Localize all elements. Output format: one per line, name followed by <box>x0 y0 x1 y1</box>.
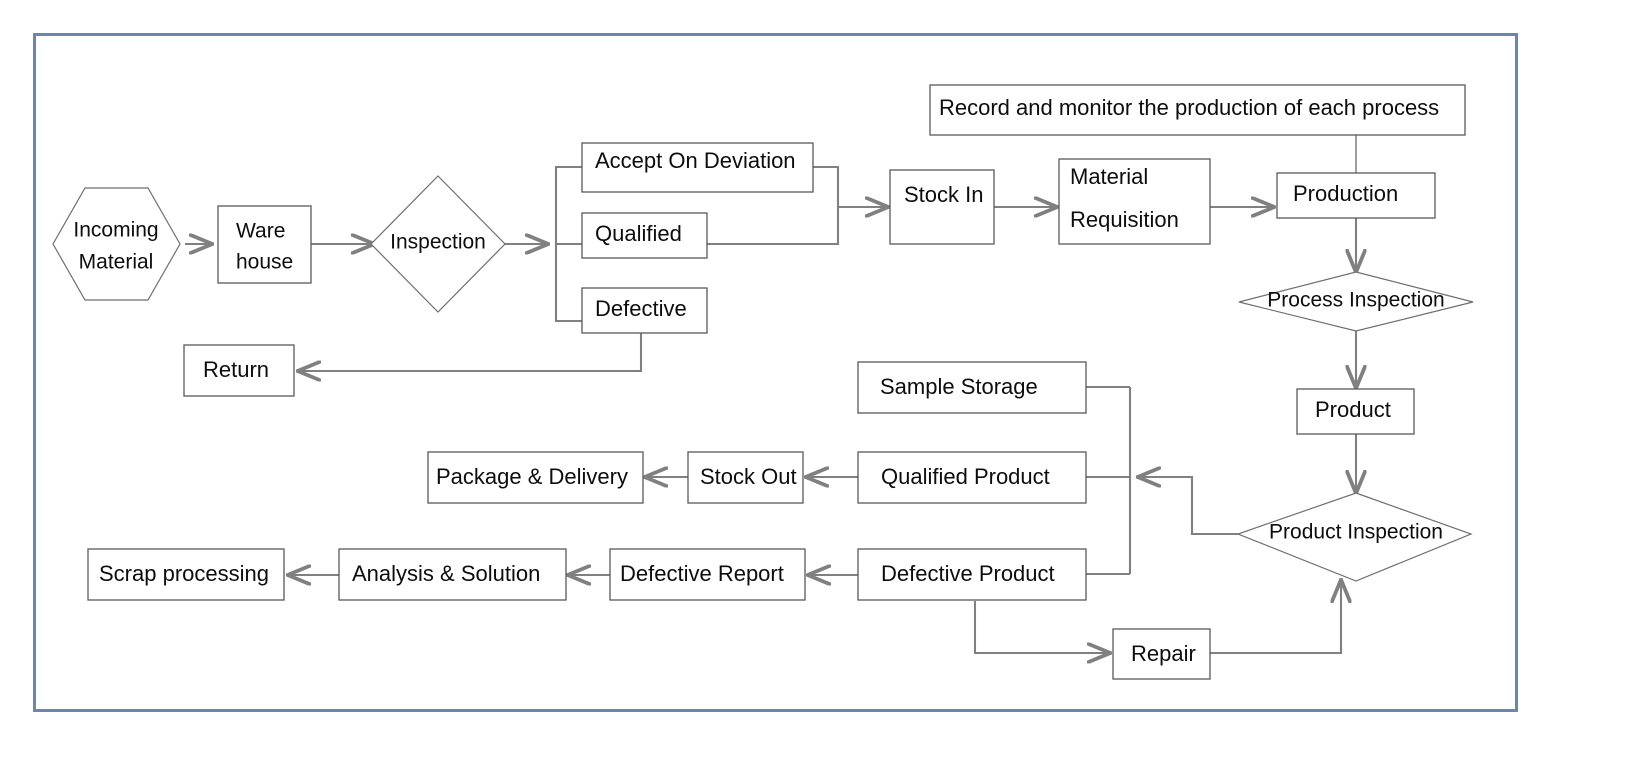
node-product-inspection[interactable] <box>1236 492 1473 582</box>
edge-qualified-to-stockin <box>707 207 840 246</box>
node-analysis-solution-label: Analysis & Solution <box>352 561 540 586</box>
node-analysis-solution[interactable] <box>338 548 567 601</box>
node-defective-report-label: Defective Report <box>620 561 784 586</box>
node-scrap-processing[interactable] <box>87 548 285 601</box>
node-defective-product[interactable] <box>857 548 1087 601</box>
node-sample-storage-label: Sample Storage <box>880 374 1038 399</box>
node-inspection[interactable] <box>370 175 506 313</box>
node-scrap-processing-label: Scrap processing <box>99 561 269 586</box>
node-inspection-label: Inspection <box>390 231 486 254</box>
edge-defective-to-return <box>298 333 643 371</box>
node-record-monitor[interactable] <box>929 84 1466 136</box>
node-stock-out[interactable] <box>687 451 804 504</box>
node-warehouse-label-line2: house <box>236 251 293 274</box>
node-defective-label: Defective <box>595 296 687 321</box>
node-defective-product-label: Defective Product <box>881 561 1055 586</box>
node-stock-in-label: Stock In <box>904 182 983 207</box>
node-material-requisition-label-line2: Requisition <box>1070 207 1179 232</box>
node-material-requisition[interactable] <box>1058 158 1211 245</box>
node-return-label: Return <box>203 357 269 382</box>
node-warehouse[interactable] <box>217 205 312 284</box>
node-production[interactable] <box>1276 172 1436 219</box>
node-qualified-product-label: Qualified Product <box>881 464 1050 489</box>
node-process-inspection[interactable] <box>1238 271 1474 332</box>
node-record-monitor-label: Record and monitor the production of eac… <box>939 95 1439 120</box>
node-warehouse-label-line1: Ware <box>236 220 285 243</box>
node-incoming-material-label-line2: Material <box>79 251 154 274</box>
node-package-delivery-label: Package & Delivery <box>436 464 628 489</box>
node-product[interactable] <box>1296 388 1415 435</box>
node-qualified[interactable] <box>581 212 708 259</box>
node-material-requisition-label-line1: Material <box>1070 164 1148 189</box>
node-return[interactable] <box>183 344 295 397</box>
edge-product-inspection-to-branch <box>1138 477 1238 536</box>
node-defective[interactable] <box>581 287 708 334</box>
node-accept-on-deviation[interactable] <box>581 142 814 193</box>
node-accept-on-deviation-label: Accept On Deviation <box>595 148 796 173</box>
node-stock-in[interactable] <box>889 169 995 245</box>
node-repair-label: Repair <box>1131 641 1196 666</box>
node-sample-storage[interactable] <box>857 361 1087 414</box>
node-product-inspection-label: Product Inspection <box>1269 521 1443 544</box>
edge-accept-to-stockin <box>813 165 840 207</box>
node-process-inspection-label: Process Inspection <box>1267 289 1444 312</box>
edge-defective-product-to-repair <box>973 601 1110 653</box>
node-repair[interactable] <box>1112 628 1211 680</box>
node-qualified-product[interactable] <box>857 451 1087 504</box>
edge-repair-to-product-inspection <box>1209 580 1341 655</box>
node-stock-out-label: Stock Out <box>700 464 797 489</box>
node-production-label: Production <box>1293 181 1398 206</box>
node-incoming-material[interactable] <box>52 187 181 301</box>
node-defective-report[interactable] <box>609 548 806 601</box>
node-product-label: Product <box>1315 397 1391 422</box>
node-qualified-label: Qualified <box>595 221 682 246</box>
node-incoming-material-label-line1: Incoming <box>73 219 158 242</box>
node-package-delivery[interactable] <box>427 451 644 504</box>
